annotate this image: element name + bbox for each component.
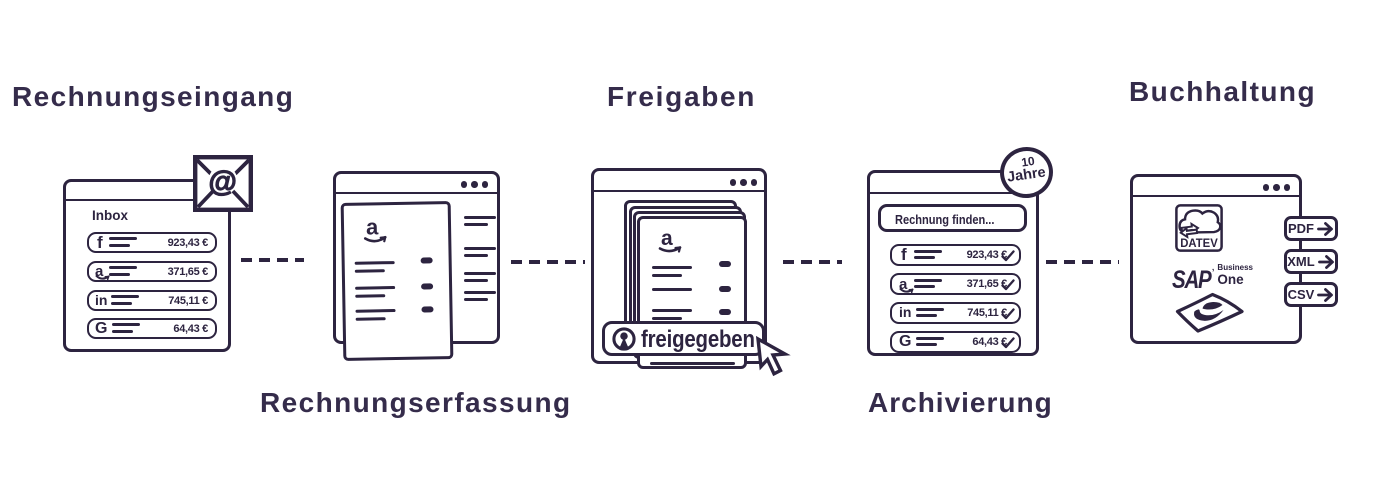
svg-text:DATEV: DATEV [1180,236,1218,250]
svg-text:a: a [661,227,673,250]
svg-text:a: a [366,214,379,239]
svg-text:@: @ [209,166,237,198]
